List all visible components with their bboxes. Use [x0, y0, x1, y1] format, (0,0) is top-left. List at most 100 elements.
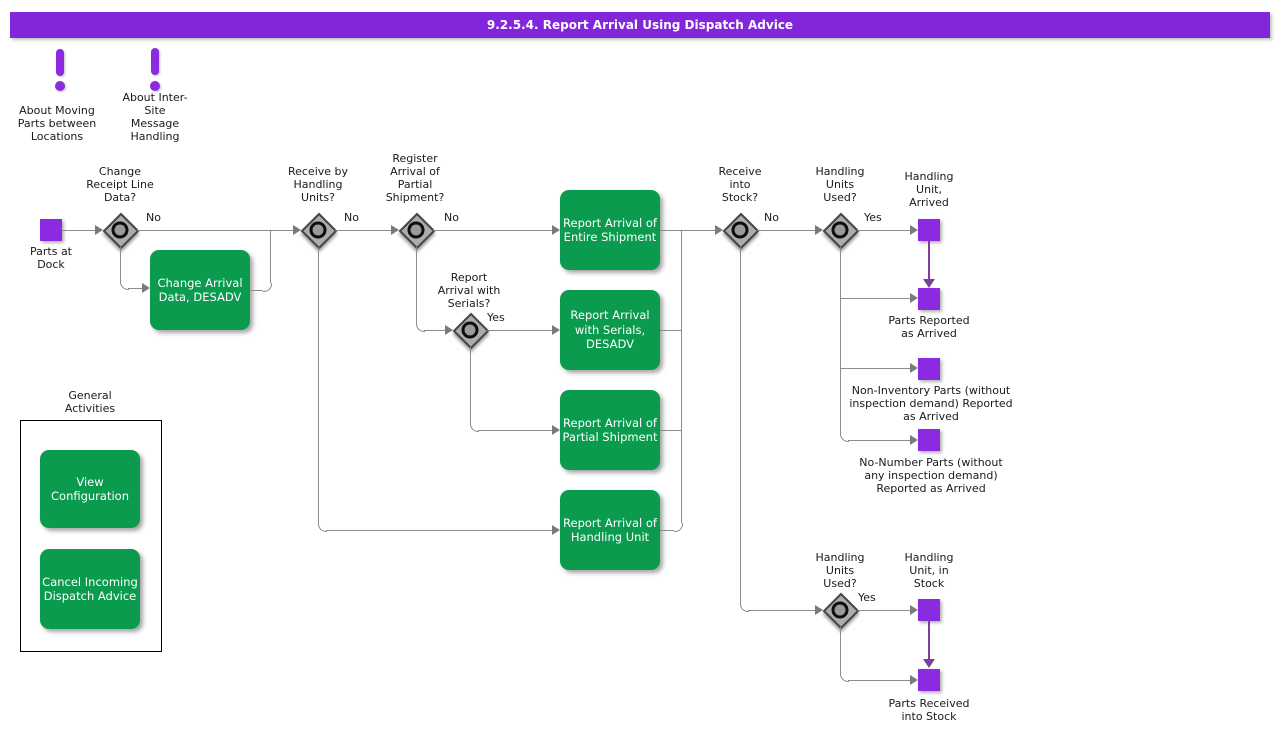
note-moving-parts-label[interactable]: About Moving Parts between Locations [17, 104, 97, 143]
flow-line [487, 330, 552, 331]
decision-register-arrival-partial-shipment [398, 212, 436, 250]
flow-line [840, 433, 849, 442]
flow-line [137, 230, 293, 231]
branch-label-yes: Yes [864, 211, 882, 224]
flow-line [757, 230, 815, 231]
decision-handling-units-used-arrival [822, 212, 860, 250]
decision-handling-units-used-arrival-label: Handling Units Used? [815, 165, 865, 204]
flow-line [416, 247, 417, 323]
arrowhead-icon [910, 605, 918, 615]
flow-line [857, 610, 910, 611]
arrowhead-icon [715, 225, 723, 235]
arrowhead-icon [445, 325, 453, 335]
flow-line [840, 627, 841, 673]
branch-label-no: No [764, 211, 779, 224]
arrowhead-icon [95, 225, 103, 235]
flow-line [857, 230, 910, 231]
arrowhead-icon [552, 425, 560, 435]
flow-line [120, 281, 129, 290]
event-parts-at-dock [40, 219, 62, 241]
purple-arrowhead-icon [923, 659, 935, 668]
exclamation-icon[interactable] [151, 48, 159, 75]
flow-line [848, 440, 910, 441]
decision-receive-by-handling-units [300, 212, 338, 250]
decision-report-arrival-with-serials [452, 312, 490, 350]
decision-change-receipt-line-data-label: Change Receipt Line Data? [86, 165, 154, 204]
flow-line [335, 230, 391, 231]
decision-receive-into-stock-label: Receive into Stock? [718, 165, 762, 204]
event-parts-reported-as-arrived-label: Parts Reported as Arrived [888, 314, 970, 340]
arrowhead-icon [142, 283, 150, 293]
flow-line [840, 247, 841, 433]
flow-line [263, 283, 272, 292]
activity-view-configuration[interactable]: View Configuration [40, 450, 140, 528]
event-parts-at-dock-label: Parts at Dock [30, 245, 72, 271]
flow-line [681, 230, 682, 523]
decision-handling-units-used-stock [822, 592, 860, 630]
decision-handling-units-used-stock-label: Handling Units Used? [815, 551, 865, 590]
flow-line [478, 430, 552, 431]
arrowhead-icon [910, 675, 918, 685]
flow-line [840, 368, 910, 369]
flow-line [318, 247, 319, 523]
exclamation-icon[interactable] [55, 81, 65, 91]
flow-line [840, 298, 910, 299]
flow-line [674, 523, 683, 532]
exclamation-icon[interactable] [56, 49, 64, 76]
branch-label-yes: Yes [487, 311, 505, 324]
arrowhead-icon [815, 605, 823, 615]
decision-circle-icon [831, 221, 849, 239]
flow-line [660, 230, 715, 231]
event-parts-received-into-stock [918, 669, 940, 691]
arrowhead-icon [552, 525, 560, 535]
event-handling-unit-arrived-label: Handling Unit, Arrived [904, 170, 954, 209]
activity-report-arrival-entire-shipment[interactable]: Report Arrival of Entire Shipment [560, 190, 660, 270]
activity-report-arrival-partial-shipment[interactable]: Report Arrival of Partial Shipment [560, 390, 660, 470]
exclamation-icon[interactable] [150, 81, 160, 91]
decision-receive-by-handling-units-label: Receive by Handling Units? [287, 165, 349, 204]
flow-line [748, 610, 815, 611]
event-handling-unit-arrived [918, 219, 940, 241]
flow-line [660, 430, 681, 431]
flow-line [660, 530, 674, 531]
flow-line [433, 230, 552, 231]
arrowhead-icon [552, 325, 560, 335]
branch-label-no: No [344, 211, 359, 224]
flow-line [840, 673, 849, 682]
purple-arrowhead-icon [923, 279, 935, 288]
event-parts-reported-as-arrived [918, 288, 940, 310]
note-inter-site-label[interactable]: About Inter- Site Message Handling [122, 91, 188, 143]
branch-label-no: No [444, 211, 459, 224]
decision-circle-icon [407, 221, 425, 239]
arrowhead-icon [910, 293, 918, 303]
general-activities-title: General Activities [64, 389, 116, 415]
event-handling-unit-in-stock [918, 599, 940, 621]
arrowhead-icon [910, 363, 918, 373]
flow-line [270, 231, 271, 283]
page-title-bar: 9.2.5.4. Report Arrival Using Dispatch A… [10, 12, 1270, 38]
arrowhead-icon [910, 225, 918, 235]
decision-receive-into-stock [722, 212, 760, 250]
decision-circle-icon [731, 221, 749, 239]
purple-arrow-line [928, 621, 930, 661]
arrowhead-icon [293, 225, 301, 235]
activity-report-arrival-handling-unit[interactable]: Report Arrival of Handling Unit [560, 490, 660, 570]
event-handling-unit-in-stock-label: Handling Unit, in Stock [904, 551, 954, 590]
flow-line [120, 247, 121, 281]
flow-line [740, 247, 741, 603]
flow-line [424, 330, 445, 331]
event-non-inventory-parts-arrived [918, 358, 940, 380]
decision-report-arrival-with-serials-label: Report Arrival with Serials? [437, 271, 501, 310]
purple-arrow-line [928, 241, 930, 281]
activity-cancel-incoming-dispatch-advice[interactable]: Cancel Incoming Dispatch Advice [40, 549, 140, 629]
activity-change-arrival-data-desadv[interactable]: Change Arrival Data, DESADV [150, 250, 250, 330]
flow-line [326, 530, 552, 531]
decision-circle-icon [111, 221, 129, 239]
event-no-number-parts-arrived-label: No-Number Parts (without any inspection … [859, 456, 1003, 495]
flow-line [128, 288, 142, 289]
flow-line [470, 347, 471, 423]
arrowhead-icon [552, 225, 560, 235]
flow-line [470, 423, 479, 432]
activity-report-arrival-with-serials-desadv[interactable]: Report Arrival with Serials, DESADV [560, 290, 660, 370]
